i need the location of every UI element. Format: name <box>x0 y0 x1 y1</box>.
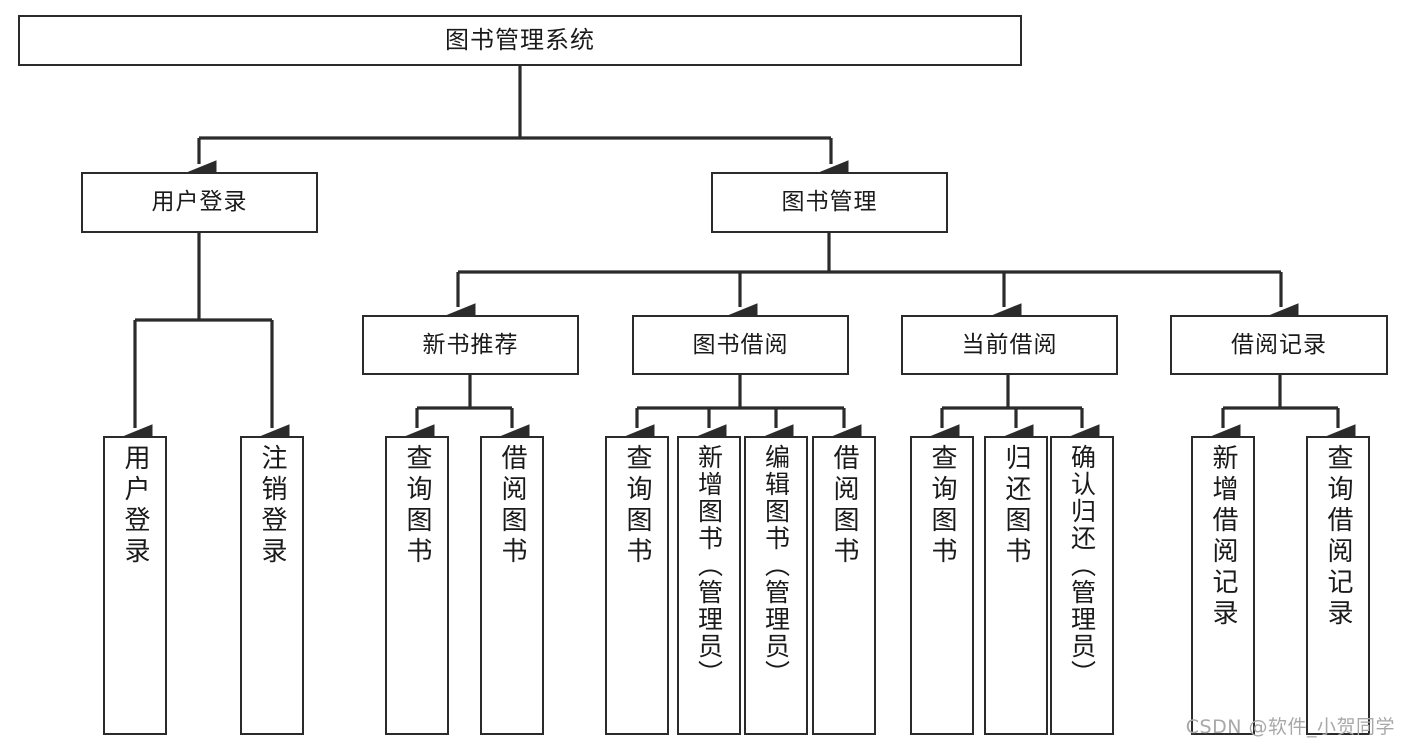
csdn-watermark: CSDN @软件_小贺同学 <box>1185 716 1395 738</box>
node-leaf-edit-book-admin-label: 编辑图书（管理员） <box>761 444 791 687</box>
node-leaf-query-record-label: 查询借阅记录 <box>1323 444 1353 630</box>
node-leaf-borrow-book-2-label: 借阅图书 <box>829 444 859 568</box>
node-leaf-query-record[interactable]: 查询借阅记录 <box>1306 436 1370 735</box>
node-root-label: 图书管理系统 <box>445 25 595 54</box>
node-leaf-user-login-label: 用户登录 <box>120 444 150 568</box>
node-leaf-add-record[interactable]: 新增借阅记录 <box>1191 436 1255 735</box>
node-leaf-borrow-book-1-label: 借阅图书 <box>497 444 527 568</box>
node-leaf-user-login[interactable]: 用户登录 <box>103 436 167 735</box>
node-leaf-logout-label: 注销登录 <box>257 444 287 568</box>
node-leaf-add-book-admin[interactable]: 新增图书（管理员） <box>677 436 741 735</box>
node-leaf-add-book-admin-label: 新增图书（管理员） <box>694 444 724 687</box>
node-leaf-query-book-2-label: 查询图书 <box>622 444 652 568</box>
node-leaf-return-book-label: 归还图书 <box>1001 444 1031 568</box>
node-leaf-query-book-1-label: 查询图书 <box>402 444 432 568</box>
node-leaf-logout[interactable]: 注销登录 <box>240 436 304 735</box>
node-root[interactable]: 图书管理系统 <box>18 15 1022 66</box>
node-leaf-add-record-label: 新增借阅记录 <box>1208 444 1238 630</box>
node-book-management-label: 图书管理 <box>781 189 878 216</box>
node-current-borrow[interactable]: 当前借阅 <box>901 315 1118 375</box>
node-leaf-confirm-return-admin-label: 确认归还（管理员） <box>1067 444 1097 687</box>
node-book-management[interactable]: 图书管理 <box>711 172 948 233</box>
node-new-book-recommend[interactable]: 新书推荐 <box>362 315 579 375</box>
node-leaf-query-book-1[interactable]: 查询图书 <box>385 436 449 735</box>
node-user-login-label: 用户登录 <box>151 189 248 216</box>
node-borrow-record[interactable]: 借阅记录 <box>1170 315 1388 375</box>
node-user-login[interactable]: 用户登录 <box>81 172 318 233</box>
node-leaf-query-book-3[interactable]: 查询图书 <box>910 436 974 735</box>
node-current-borrow-label: 当前借阅 <box>961 331 1058 358</box>
node-book-borrow[interactable]: 图书借阅 <box>632 315 849 375</box>
node-new-book-recommend-label: 新书推荐 <box>422 331 519 358</box>
node-borrow-record-label: 借阅记录 <box>1231 331 1327 358</box>
node-leaf-borrow-book-1[interactable]: 借阅图书 <box>480 436 544 735</box>
node-leaf-return-book[interactable]: 归还图书 <box>984 436 1048 735</box>
node-leaf-edit-book-admin[interactable]: 编辑图书（管理员） <box>744 436 808 735</box>
node-leaf-confirm-return-admin[interactable]: 确认归还（管理员） <box>1050 436 1114 735</box>
node-book-borrow-label: 图书借阅 <box>692 331 789 358</box>
node-leaf-borrow-book-2[interactable]: 借阅图书 <box>812 436 876 735</box>
node-leaf-query-book-2[interactable]: 查询图书 <box>605 436 669 735</box>
node-leaf-query-book-3-label: 查询图书 <box>927 444 957 568</box>
